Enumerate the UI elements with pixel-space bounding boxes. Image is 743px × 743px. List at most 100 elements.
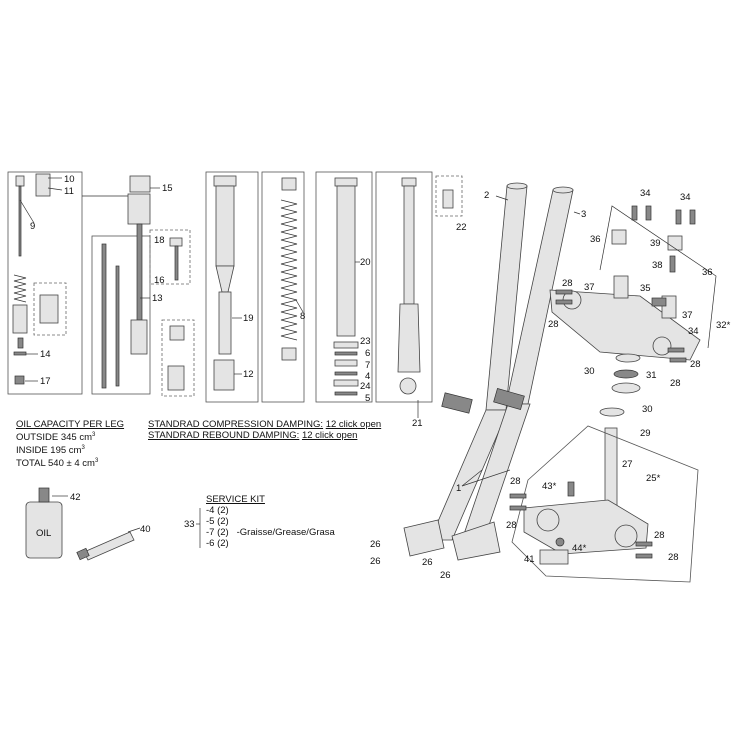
callout-7: 7 xyxy=(365,360,370,371)
callout-28b: 28 xyxy=(548,319,559,330)
callout-labels: 10 11 9 14 17 15 18 16 13 19 12 8 20 23 … xyxy=(30,174,731,581)
rod-9 xyxy=(18,185,22,257)
outside-text: OUTSIDE 345 cm xyxy=(16,432,93,444)
adjuster-10-11 xyxy=(35,173,51,197)
service-kit-title: SERVICE KIT xyxy=(206,494,265,505)
callout-23: 23 xyxy=(360,336,371,347)
callout-28f: 28 xyxy=(506,520,517,531)
callout-34a: 34 xyxy=(640,188,651,199)
callout-35: 35 xyxy=(640,283,651,294)
bolt-28-h xyxy=(635,553,653,559)
callout-30b: 30 xyxy=(642,404,653,415)
callout-36a: 36 xyxy=(590,234,601,245)
callout-28a: 28 xyxy=(562,278,573,289)
inside-text: INSIDE 195 cm xyxy=(16,445,82,457)
callout-29: 29 xyxy=(640,428,651,439)
bottom-hole-left xyxy=(536,508,560,532)
axle-foot-left xyxy=(403,519,445,557)
bolt-28-b xyxy=(555,299,573,305)
callout-34c: 34 xyxy=(688,326,699,337)
oil-bottle-cap xyxy=(38,487,50,503)
rebound-damping: STANDRAD REBOUND DAMPING: 12 click open xyxy=(148,430,381,441)
lower-triple-clamp xyxy=(509,481,653,565)
riser-36 xyxy=(611,229,627,245)
detail-22 xyxy=(435,175,463,217)
callout-14: 14 xyxy=(40,349,51,360)
callout-19: 19 xyxy=(243,313,254,324)
axle-foot-right xyxy=(451,521,501,561)
tube-body-20 xyxy=(336,185,356,337)
callout-16: 16 xyxy=(154,275,165,286)
callout-37b: 37 xyxy=(682,310,693,321)
dust-seal-left xyxy=(441,392,473,414)
cartridge-head xyxy=(127,193,151,225)
main-spring-8 xyxy=(280,199,298,341)
nut-14 xyxy=(17,337,24,349)
seal-30 xyxy=(613,369,639,379)
damper-rod-group xyxy=(91,175,191,395)
callout-3: 3 xyxy=(581,209,586,220)
dust-seal-right xyxy=(493,387,525,411)
push-rod xyxy=(101,243,107,389)
tube-top xyxy=(334,177,358,187)
fork-slider-left xyxy=(429,409,509,541)
grease-cap xyxy=(76,547,90,561)
cartridge-bottom xyxy=(130,319,148,355)
callout-15: 15 xyxy=(162,183,173,194)
cartridge-tube xyxy=(136,223,143,321)
callout-41: 41 xyxy=(524,554,535,565)
service-kit-item-1: -4 (2) xyxy=(206,505,229,516)
callout-18: 18 xyxy=(154,235,165,246)
bolt-38 xyxy=(669,255,676,273)
callout-31: 31 xyxy=(646,370,657,381)
fork-legs xyxy=(403,182,581,561)
callout-26b: 26 xyxy=(370,556,381,567)
screw-17 xyxy=(14,375,25,385)
spring-cap xyxy=(281,177,297,191)
ring-24 xyxy=(333,379,359,387)
callout-28d: 28 xyxy=(670,378,681,389)
callout-11: 11 xyxy=(64,186,74,197)
callout-39: 39 xyxy=(650,238,661,249)
inside-unit-sup: 3 xyxy=(81,445,85,452)
bolt-28-f xyxy=(509,505,527,511)
tube-lower xyxy=(218,291,232,355)
callout-20: 20 xyxy=(360,257,371,268)
callout-27: 27 xyxy=(622,459,633,470)
nut-35 xyxy=(651,297,667,307)
clip-6 xyxy=(334,351,358,356)
bolt-34-a xyxy=(631,205,638,221)
valve-detail xyxy=(39,294,59,324)
valve-part-18 xyxy=(169,237,183,247)
oil-capacity-inside: INSIDE 195 cm3 xyxy=(16,443,124,456)
lower-clamp-frame-25 xyxy=(511,425,699,583)
nut-44 xyxy=(555,537,565,547)
bolt-34-c xyxy=(675,209,682,225)
callout-26d: 26 xyxy=(440,570,451,581)
washer xyxy=(13,351,27,356)
callout-32: 32* xyxy=(716,320,731,331)
bearing-29 xyxy=(599,407,625,417)
bolt-34-b xyxy=(645,205,652,221)
service-kit-item-3: -7 (2) -Graisse/Grease/Grasa xyxy=(206,527,335,538)
bottom-hole-right xyxy=(614,524,638,548)
pad-41 xyxy=(539,549,569,565)
callout-36b: 36 xyxy=(702,267,713,278)
damping-block: STANDRAD COMPRESSION DAMPING: 12 click o… xyxy=(148,419,381,441)
tube-top-2 xyxy=(506,182,528,190)
callout-13: 13 xyxy=(152,293,163,304)
callout-43: 43* xyxy=(542,481,557,492)
upper-triple-clamp xyxy=(549,205,717,363)
callout-28h: 28 xyxy=(668,552,679,563)
callout-40: 40 xyxy=(140,524,151,535)
oil-capacity-outside: OUTSIDE 345 cm3 xyxy=(16,430,124,443)
valve-stem-16 xyxy=(174,245,179,281)
compression-label: STANDRAD COMPRESSION DAMPING: xyxy=(148,419,324,430)
callout-38: 38 xyxy=(652,260,663,271)
compression-damping: STANDRAD COMPRESSION DAMPING: 12 click o… xyxy=(148,419,381,430)
oil-capacity-block: OIL CAPACITY PER LEG OUTSIDE 345 cm3 INS… xyxy=(16,419,124,469)
leg-lower xyxy=(397,303,421,373)
callout-28c: 28 xyxy=(690,359,701,370)
callout-44: 44* xyxy=(572,543,587,554)
lower-leg-frame xyxy=(375,171,433,403)
